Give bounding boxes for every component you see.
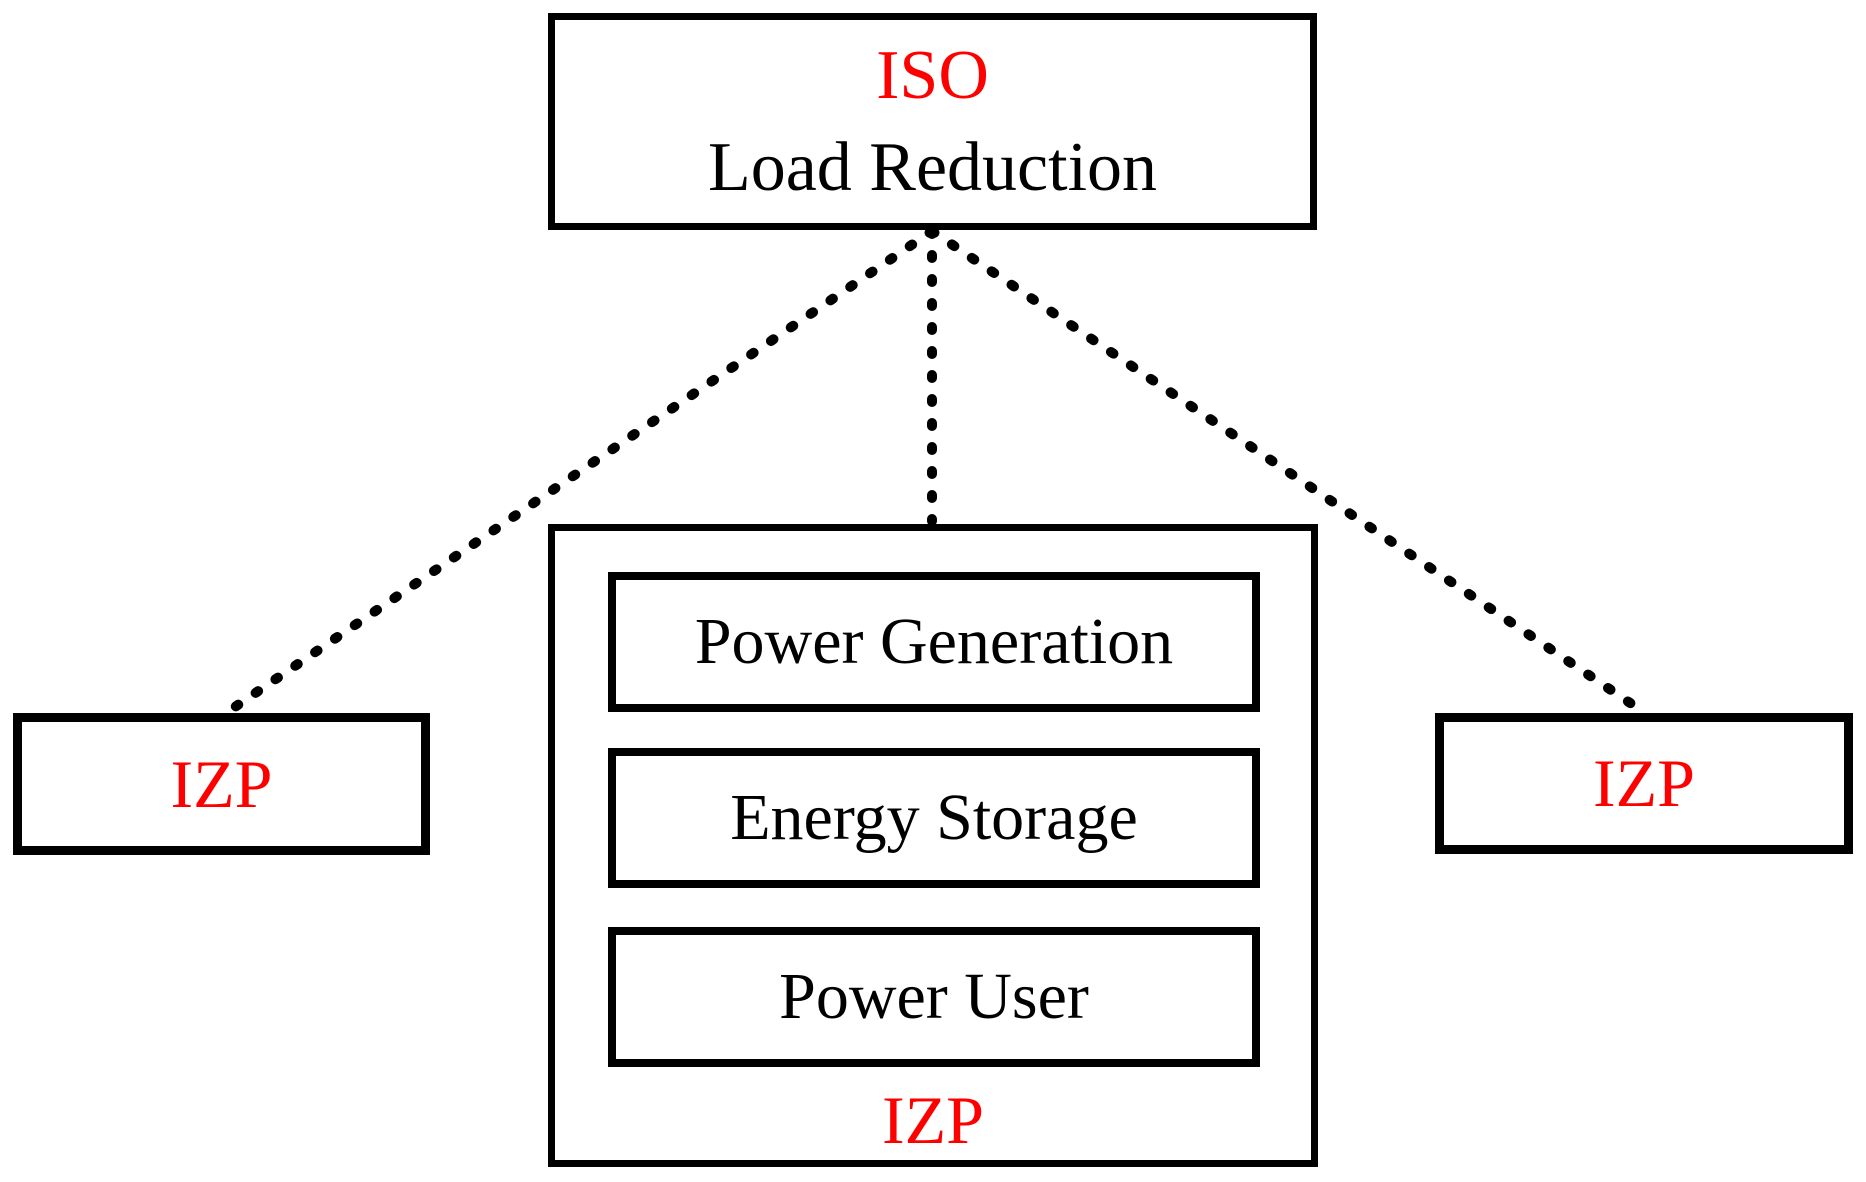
left-izp-label: IZP xyxy=(170,745,273,822)
power-generation-box: Power Generation xyxy=(608,572,1260,712)
iso-box-title: ISO xyxy=(876,36,989,114)
iso-box-subtitle: Load Reduction xyxy=(707,128,1158,206)
right-izp-box: IZP xyxy=(1435,713,1853,854)
power-user-label: Power User xyxy=(779,960,1089,1033)
energy-storage-label: Energy Storage xyxy=(730,781,1138,854)
power-user-box: Power User xyxy=(608,927,1260,1067)
iso-box: ISO Load Reduction xyxy=(548,13,1317,230)
left-izp-box: IZP xyxy=(13,713,430,855)
center-izp-box: Power Generation Energy Storage Power Us… xyxy=(548,524,1318,1167)
center-izp-label: IZP xyxy=(882,1082,984,1158)
energy-storage-box: Energy Storage xyxy=(608,748,1260,888)
power-generation-label: Power Generation xyxy=(694,605,1174,678)
connector-iso-to-right-izp xyxy=(927,226,1647,716)
right-izp-label: IZP xyxy=(1593,745,1695,821)
connector-iso-to-left-izp xyxy=(224,226,937,716)
